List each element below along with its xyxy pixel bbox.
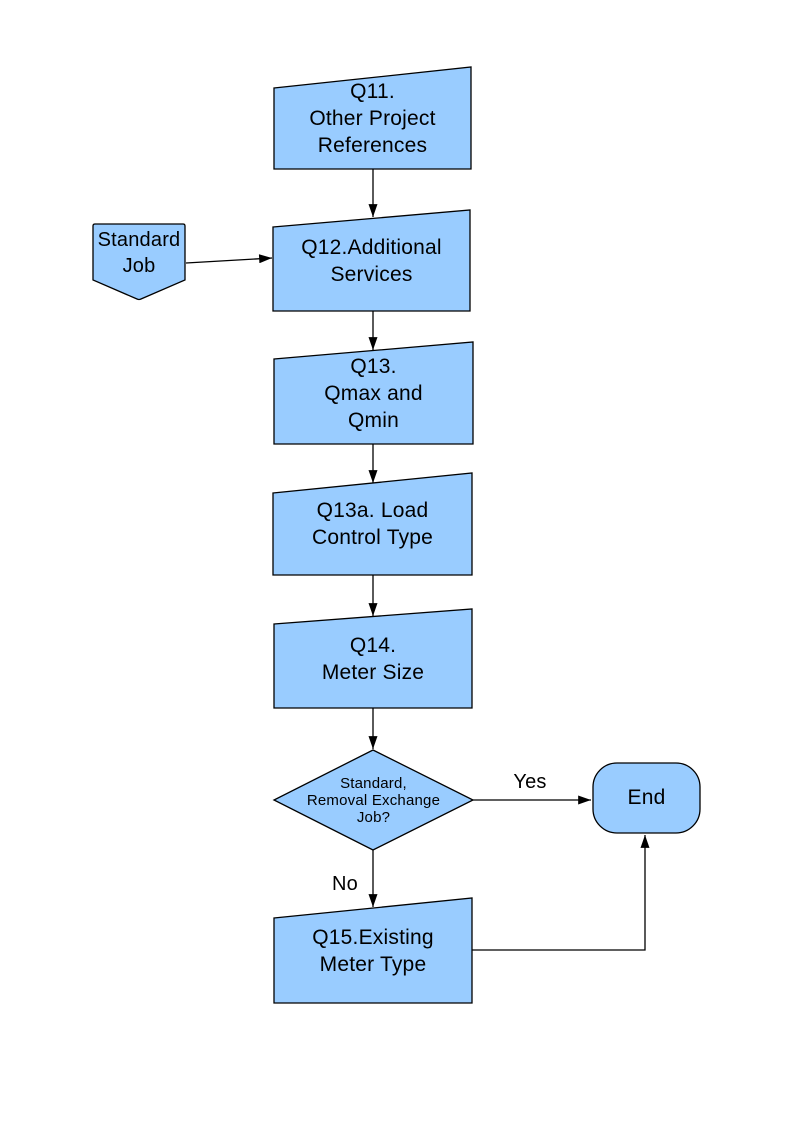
node-q12-shape bbox=[272, 209, 471, 312]
node-q11-shape bbox=[273, 66, 472, 170]
connector-q15-end bbox=[472, 835, 650, 951]
node-q13a-shape bbox=[272, 472, 473, 576]
node-end-shape bbox=[592, 762, 701, 834]
connector-standard-job-q12 bbox=[185, 254, 273, 264]
node-q14-shape bbox=[273, 608, 473, 709]
node-standard-job-shape bbox=[92, 223, 186, 301]
node-decision-diamond bbox=[272, 749, 475, 851]
node-q15-shape bbox=[273, 897, 473, 1004]
node-q13-shape bbox=[273, 341, 474, 445]
